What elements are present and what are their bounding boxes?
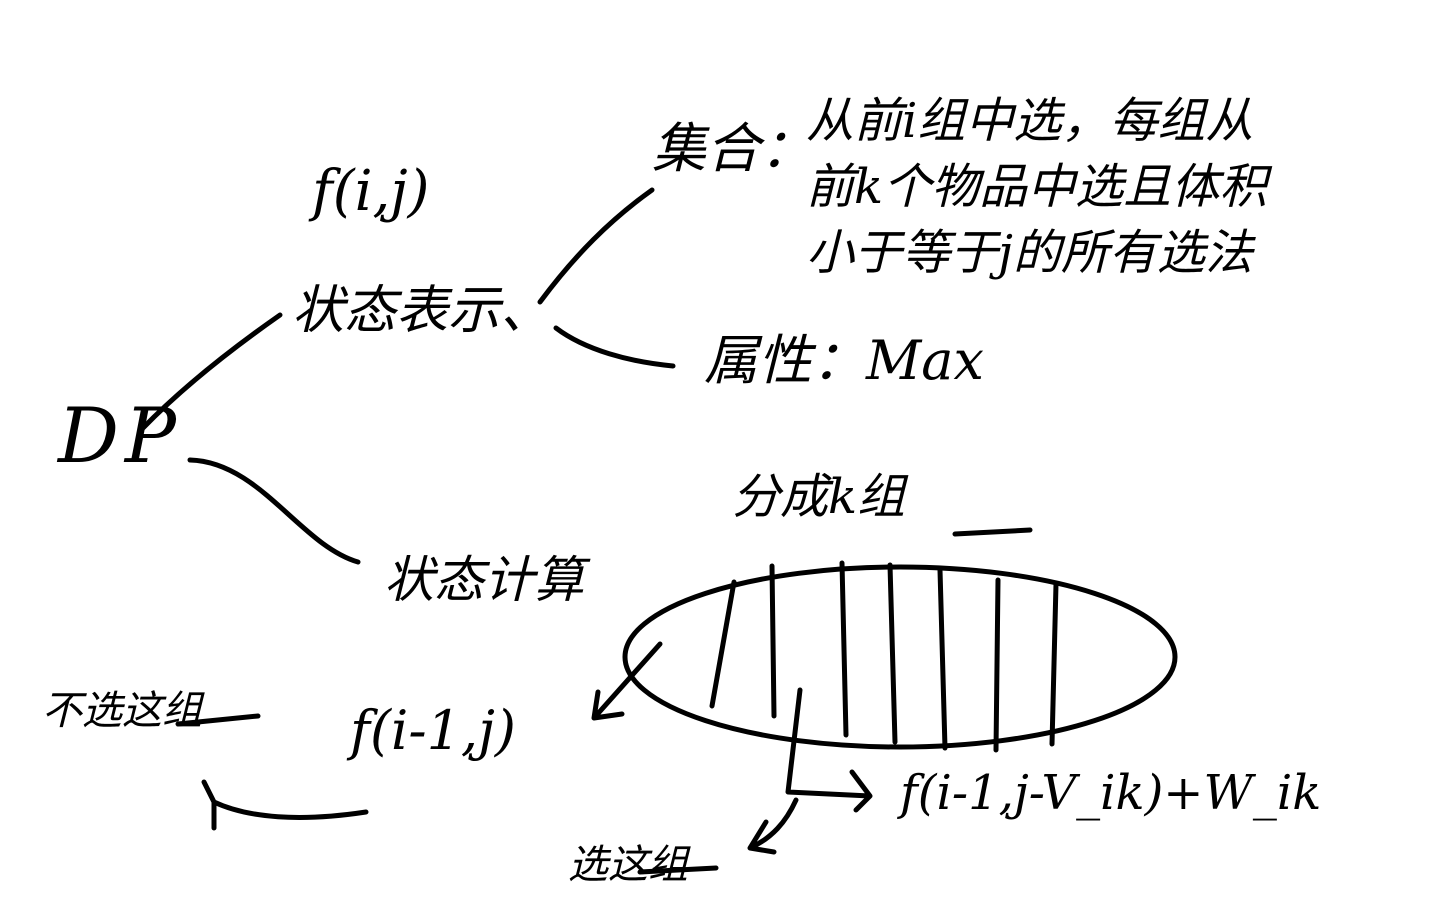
partition-line-7 (1049, 581, 1059, 747)
arrow-ellipse-to-not-select (591, 641, 663, 721)
branch-dp-to-state-computation (187, 457, 361, 565)
set-description-line-1: 从前i组中选，每组从 (806, 93, 1254, 149)
branch-dp-to-state-representation (140, 312, 283, 431)
arrow-to-select-formula (785, 687, 873, 813)
attribute-label: 属性：Max (704, 329, 984, 392)
branch-to-attribute (553, 325, 676, 369)
branch-to-set (537, 187, 655, 305)
set-description: 从前i组中选，每组从 前k个物品中选且体积 小于等于j的所有选法 (806, 88, 1267, 286)
partition-line-1 (709, 579, 737, 709)
state-function-label: f(i,j) (312, 159, 430, 224)
arrow-to-not-select-label (201, 779, 369, 831)
partition-label: 分成k组 (732, 469, 906, 525)
select-formula: f(i-1,j-V_ik)+W_ik (900, 765, 1322, 821)
not-select-formula: f(i-1,j) (350, 699, 516, 762)
set-label: 集合： (652, 117, 814, 180)
root-node-dp: DP (58, 391, 183, 480)
partition-line-3 (839, 560, 849, 738)
state-representation-node: 状态表示、 (292, 281, 553, 341)
set-ellipse (622, 564, 1178, 750)
state-computation-node: 状态计算 (384, 551, 584, 609)
partition-line-2 (769, 563, 777, 719)
partition-line-6 (993, 577, 1001, 753)
set-description-line-3: 小于等于j的所有选法 (806, 225, 1253, 281)
partition-line-5 (937, 567, 948, 751)
underline-select (637, 865, 719, 875)
partition-line-4 (887, 562, 898, 745)
not-select-label: 不选这组 (42, 688, 202, 734)
set-description-line-2: 前k个物品中选且体积 (806, 159, 1268, 215)
underline-not-select (175, 713, 261, 727)
underline-partition (952, 527, 1033, 537)
arrow-to-select-label (747, 797, 799, 855)
select-label: 选这组 (568, 842, 688, 888)
